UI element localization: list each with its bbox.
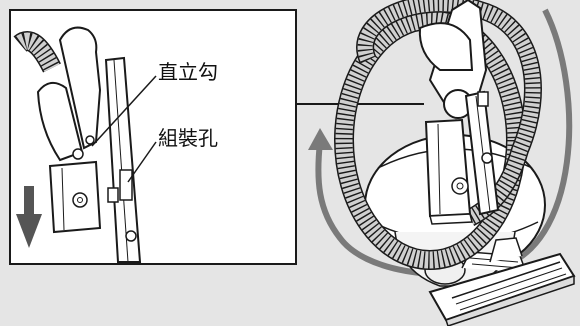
assembly-hole-leader bbox=[127, 141, 157, 183]
detail-inset bbox=[9, 9, 297, 265]
vacuum-illustration bbox=[308, 0, 576, 326]
inset-hose bbox=[13, 31, 61, 73]
down-arrow-icon bbox=[16, 186, 42, 248]
inset-wand bbox=[104, 56, 142, 263]
wrapped-hose bbox=[334, 0, 542, 270]
inset-handle bbox=[36, 26, 102, 234]
circular-arrow-icon bbox=[308, 128, 333, 150]
assembly-hole-label: 組裝孔 bbox=[158, 126, 218, 150]
assembly-hole-marker bbox=[107, 187, 119, 203]
handle-and-wand bbox=[418, 0, 500, 225]
floor-nozzle bbox=[428, 237, 576, 326]
upright-hook-leader bbox=[91, 75, 157, 147]
upright-hook-label: 直立勾 bbox=[158, 60, 218, 84]
